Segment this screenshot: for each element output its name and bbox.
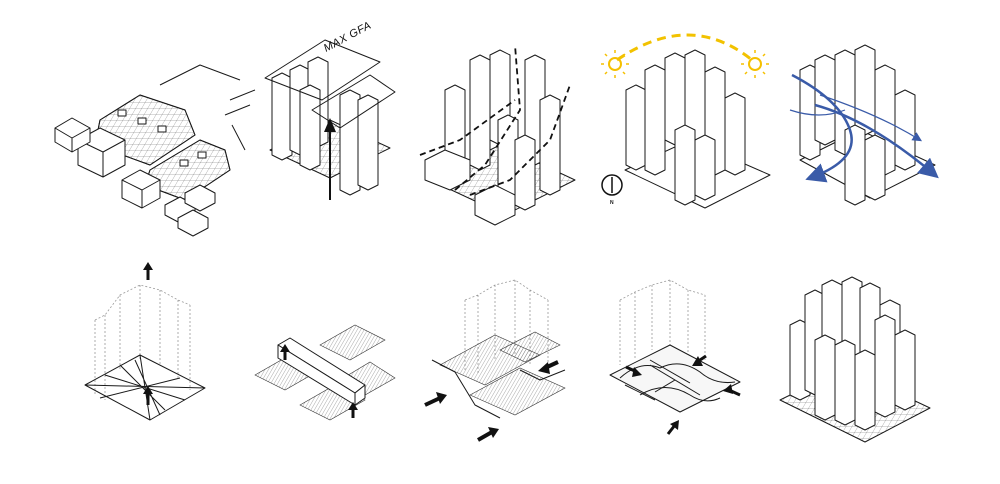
push-arrow-icon	[625, 365, 642, 377]
pedestrian-flow-panel	[424, 279, 566, 442]
up-arrow-icon	[143, 262, 153, 280]
push-arrow-icon	[424, 392, 447, 407]
north-arrow-icon: N	[601, 174, 623, 206]
up-arrow-icon	[280, 344, 290, 360]
landscape-panel	[609, 279, 741, 435]
existing-buildings	[54, 117, 216, 237]
max-gfa-panel: MAX GFA	[264, 20, 396, 200]
push-arrow-icon	[666, 420, 679, 435]
up-arrow-icon	[348, 402, 358, 418]
view-corridor-panel	[419, 44, 576, 226]
final-massing-panel	[779, 276, 931, 443]
push-arrow-icon	[692, 354, 707, 366]
push-arrow-icon	[723, 384, 741, 397]
sun-path	[616, 33, 753, 62]
podium-lift-panel	[84, 262, 206, 421]
sun-icon	[741, 50, 769, 78]
sun-icon	[601, 50, 629, 78]
north-label: N	[610, 200, 614, 206]
site-panel	[54, 64, 256, 237]
push-arrow-icon	[477, 427, 499, 442]
push-arrow-icon	[538, 360, 559, 374]
sun-orientation-panel: N	[601, 33, 771, 209]
up-arrow-icon	[143, 386, 153, 405]
wind-arrow-icon	[789, 73, 939, 183]
wind-panel	[789, 44, 939, 206]
towers-cluster	[271, 56, 379, 196]
site-plot-south	[144, 139, 231, 201]
central-bridge-panel	[254, 324, 396, 421]
